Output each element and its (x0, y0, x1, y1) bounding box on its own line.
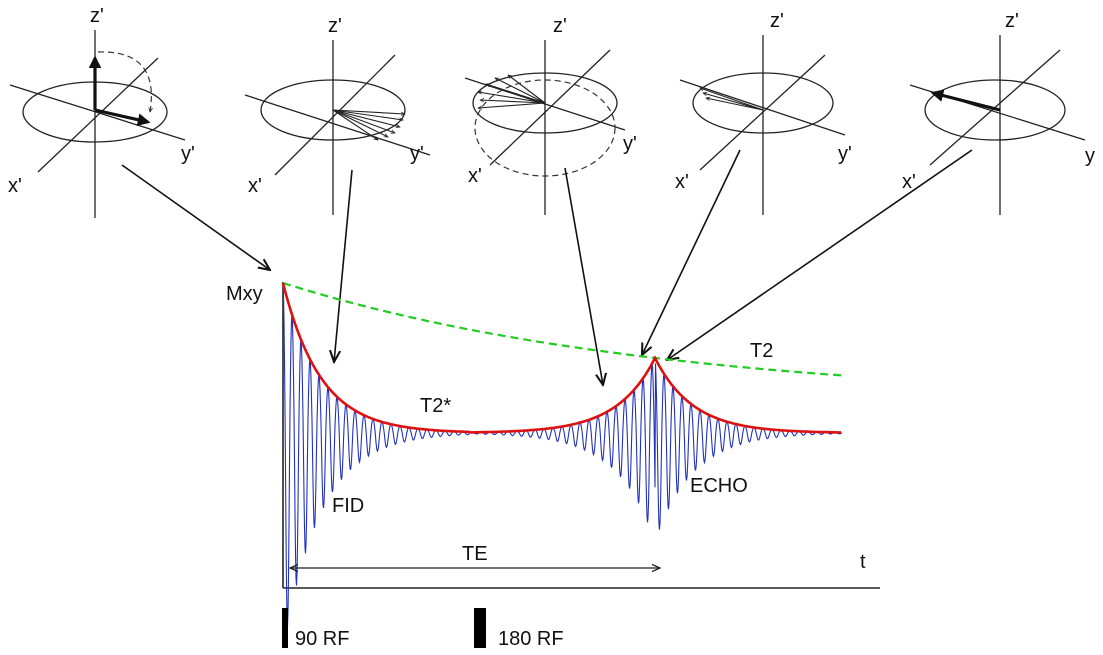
flip-path-ellipse (474, 79, 616, 177)
x-axis (274, 54, 396, 176)
pointer-arrow-4 (642, 149, 741, 355)
t2-decay-curve (282, 281, 842, 377)
rephasing-spins (700, 88, 764, 111)
x-axis-label: x' (248, 175, 262, 197)
z-axis-label: z' (90, 5, 104, 27)
x-axis-label: x' (675, 171, 689, 193)
z-axis-label: z' (1005, 10, 1019, 32)
rf90-label: 90 RF (295, 628, 349, 650)
transverse-plane (472, 72, 618, 134)
z-axis-label: z' (770, 10, 784, 32)
y-axis (464, 77, 626, 131)
x-axis-label: x' (468, 165, 482, 187)
pointer-arrow-2 (334, 169, 353, 362)
pointer-arrow-3 (564, 167, 603, 385)
y-axis (244, 94, 431, 156)
x-axis (37, 57, 159, 173)
x-axis (699, 54, 826, 171)
tip-path-arrow (97, 51, 151, 112)
rotating-frame-3: z' x' y' (464, 15, 637, 215)
refocusing-spins (478, 75, 546, 108)
t-axis-label: t (860, 551, 866, 573)
t2-label: T2 (750, 340, 773, 362)
magnetization-vector-y (94, 108, 151, 126)
rotating-frame-5: z' x' y (902, 10, 1095, 215)
pointer-arrow-5 (667, 149, 973, 360)
x-axis (489, 49, 611, 166)
rf90-pulse-bar (282, 608, 288, 648)
rotating-frame-4: z' x' y' (675, 10, 852, 215)
rf180-label: 180 RF (498, 628, 564, 650)
echo-label: ECHO (690, 475, 748, 497)
dephasing-spins (332, 109, 405, 140)
z-axis-label: z' (553, 15, 567, 37)
y-axis (9, 84, 186, 141)
z-axis-label: z' (328, 15, 342, 37)
transverse-plane (924, 79, 1066, 141)
rf-pulses: 90 RF 180 RF (282, 608, 564, 650)
x-axis-label: x' (902, 171, 916, 193)
t2-star-label: T2* (420, 395, 451, 417)
signal-plot: Mxy t T2 T2* FID ECHO TE (226, 281, 880, 627)
transverse-plane (260, 79, 406, 141)
y-axis-label: y' (410, 143, 424, 165)
rotating-frame-1: z' x' y' (8, 5, 195, 218)
t2-star-envelope (281, 282, 841, 434)
fid-label: FID (332, 495, 364, 517)
transverse-plane (692, 72, 834, 134)
pointer-arrow-1 (121, 164, 270, 270)
y-axis (679, 79, 846, 136)
rotating-frame-2: z' x' y' (244, 15, 431, 215)
rf180-pulse-bar (474, 608, 486, 648)
te-label: TE (462, 543, 488, 565)
fid-echo-signal (282, 282, 843, 627)
pointer-arrows (121, 149, 973, 385)
refocused-magnetization-vector (930, 89, 1001, 112)
y-axis-label: y' (181, 143, 195, 165)
y-axis-label: y' (623, 133, 637, 155)
y-axis-label: y (1085, 145, 1095, 167)
x-axis-label: x' (8, 175, 22, 197)
mxy-label: Mxy (226, 283, 263, 305)
y-axis-label: y' (838, 143, 852, 165)
